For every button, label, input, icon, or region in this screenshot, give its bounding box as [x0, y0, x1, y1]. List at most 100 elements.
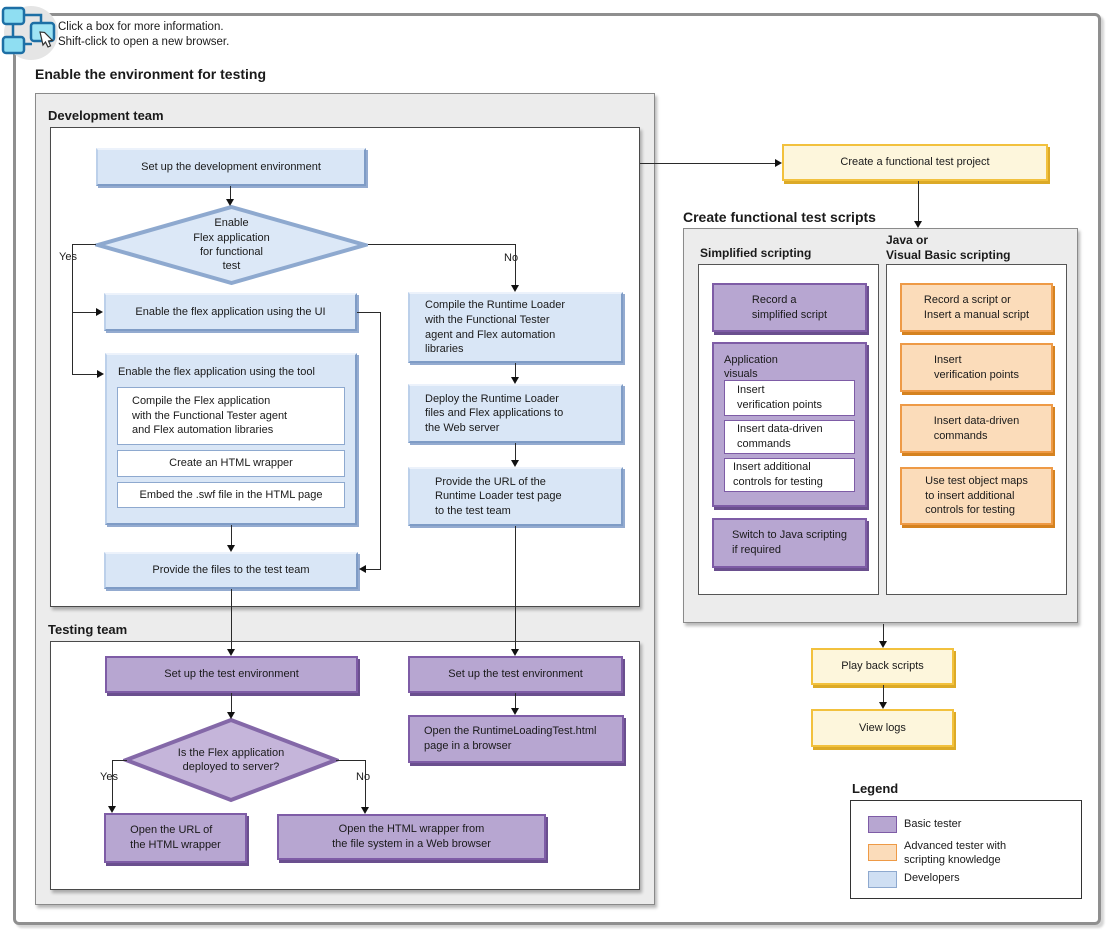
decision-enable-flex-application[interactable]: Enable Flex application for functional t… [95, 205, 368, 285]
outer-frame [13, 13, 1101, 925]
node-setup-development-environment[interactable]: Set up the development environment [96, 148, 366, 186]
connector [336, 760, 365, 761]
connector [515, 693, 516, 708]
branch-label-yes-2: Yes [100, 771, 118, 783]
connector [72, 312, 97, 313]
usage-note-line1: Click a box for more information. [58, 21, 224, 33]
node-compile-runtime-loader[interactable]: Compile the Runtime Loader with the Func… [408, 292, 623, 363]
connector [230, 186, 231, 199]
node-sim-insert-dd-label: Insert data-driven commands [737, 423, 823, 450]
connector [883, 624, 884, 641]
node-view-logs[interactable]: View logs [811, 709, 954, 747]
arrowhead [96, 308, 103, 316]
node-record-simplified-script[interactable]: Record a simplified script [712, 283, 867, 332]
decision-enable-flex-label: Enable Flex application for functional t… [193, 217, 270, 273]
connector [640, 163, 775, 164]
arrowhead [359, 565, 366, 573]
node-setup-test-environment-left[interactable]: Set up the test environment [105, 656, 358, 693]
connector [231, 525, 232, 545]
node-deploy-runtime-loader[interactable]: Deploy the Runtime Loader files and Flex… [408, 384, 623, 443]
connector [72, 244, 96, 245]
node-sim-insert-verification-points[interactable]: Insert verification points [724, 380, 855, 416]
arrowhead [775, 159, 782, 167]
node-java-insert-verification-points[interactable]: Insert verification points [900, 343, 1053, 392]
node-compile-runtime-label: Compile the Runtime Loader with the Func… [425, 299, 566, 356]
connector [231, 589, 232, 649]
decision-flex-deployed-label: Is the Flex application deployed to serv… [177, 746, 285, 773]
node-enable-flex-ui[interactable]: Enable the flex application using the UI [104, 293, 357, 331]
connector [365, 760, 366, 807]
node-java-insert-vp-label: Insert verification points [934, 353, 1019, 381]
node-open-html-wrapper-filesystem[interactable]: Open the HTML wrapper from the file syst… [277, 814, 546, 860]
legend-label-basic-tester: Basic tester [904, 818, 962, 830]
node-create-html-wrapper[interactable]: Create an HTML wrapper [117, 450, 345, 477]
connector [72, 374, 98, 375]
node-open-runtime-loading-label: Open the RuntimeLoadingTest.html page in… [424, 725, 597, 752]
node-enable-flex-tool[interactable]: Enable the flex application using the to… [105, 353, 357, 525]
legend-box: Basic tester Advanced tester with script… [850, 800, 1082, 899]
node-sim-insert-data-driven[interactable]: Insert data-driven commands [724, 420, 855, 454]
node-provide-files[interactable]: Provide the files to the test team [104, 552, 358, 589]
flowchart-click-icon [0, 0, 58, 64]
node-open-url-label: Open the URL of the HTML wrapper [130, 824, 221, 851]
node-application-visuals-label: Application visuals [724, 354, 778, 381]
node-java-insert-data-driven[interactable]: Insert data-driven commands [900, 404, 1053, 453]
connector [112, 760, 113, 806]
node-provide-runtime-url[interactable]: Provide the URL of the Runtime Loader te… [408, 467, 623, 526]
section-title-enable-environment: Enable the environment for testing [35, 66, 267, 82]
arrowhead [511, 377, 519, 384]
section-title-development-team: Development team [48, 108, 164, 123]
arrowhead [511, 708, 519, 715]
node-record-simplified-label: Record a simplified script [751, 293, 828, 321]
column-title-simplified-scripting: Simplified scripting [700, 246, 812, 260]
node-compile-flex-application[interactable]: Compile the Flex application with the Fu… [117, 387, 345, 445]
arrowhead [879, 641, 887, 648]
connector [72, 244, 73, 375]
connector [112, 760, 127, 761]
legend-swatch-advanced-tester [868, 844, 897, 861]
arrowhead [511, 285, 519, 292]
branch-label-no-1: No [504, 252, 519, 264]
node-enable-flex-tool-label: Enable the flex application using the to… [118, 366, 315, 378]
node-sim-insert-vp-label: Insert verification points [737, 384, 822, 411]
node-provide-runtime-url-label: Provide the URL of the Runtime Loader te… [435, 475, 562, 517]
node-sim-insert-additional-controls[interactable]: Insert additional controls for testing [724, 458, 855, 492]
section-title-create-scripts: Create functional test scripts [683, 209, 876, 225]
node-application-visuals[interactable]: Application visuals Insert verification … [712, 342, 867, 507]
node-play-back-scripts[interactable]: Play back scripts [811, 648, 954, 685]
connector [357, 312, 381, 313]
node-open-wrapper-label: Open the HTML wrapper from the file syst… [332, 823, 491, 850]
node-record-script-or-manual[interactable]: Record a script or Insert a manual scrip… [900, 283, 1053, 332]
legend-label-advanced-tester: Advanced tester with scripting knowledge [904, 840, 1007, 867]
connector [365, 569, 381, 570]
arrowhead [511, 460, 519, 467]
node-open-runtime-loading-test[interactable]: Open the RuntimeLoadingTest.html page in… [408, 715, 624, 763]
connector [515, 363, 516, 377]
node-compile-flex-label: Compile the Flex application with the Fu… [132, 395, 288, 437]
node-use-test-object-maps[interactable]: Use test object maps to insert additiona… [900, 467, 1053, 525]
arrowhead [511, 649, 519, 656]
node-open-url-html-wrapper[interactable]: Open the URL of the HTML wrapper [104, 813, 247, 863]
connector [368, 244, 515, 245]
arrowhead [108, 806, 116, 813]
connector [918, 181, 919, 221]
node-sim-insert-ac-label: Insert additional controls for testing [733, 461, 823, 488]
node-setup-test-environment-right[interactable]: Set up the test environment [408, 656, 623, 693]
connector [515, 443, 516, 460]
arrowhead [361, 807, 369, 814]
node-record-script-label: Record a script or Insert a manual scrip… [923, 293, 1030, 321]
node-create-functional-test-project[interactable]: Create a functional test project [782, 144, 1048, 181]
node-embed-swf[interactable]: Embed the .swf file in the HTML page [117, 482, 345, 508]
column-title-java-vb-scripting: Java or Visual Basic scripting [886, 233, 1011, 262]
node-java-insert-dd-label: Insert data-driven commands [933, 414, 1020, 442]
node-deploy-runtime-label: Deploy the Runtime Loader files and Flex… [425, 392, 564, 434]
arrowhead [97, 370, 104, 378]
node-switch-to-java[interactable]: Switch to Java scripting if required [712, 518, 867, 568]
legend-title: Legend [852, 781, 899, 796]
connector [883, 685, 884, 702]
connector [515, 244, 516, 285]
connector [231, 693, 232, 712]
decision-flex-deployed[interactable]: Is the Flex application deployed to serv… [123, 717, 339, 803]
arrowhead [226, 199, 234, 206]
